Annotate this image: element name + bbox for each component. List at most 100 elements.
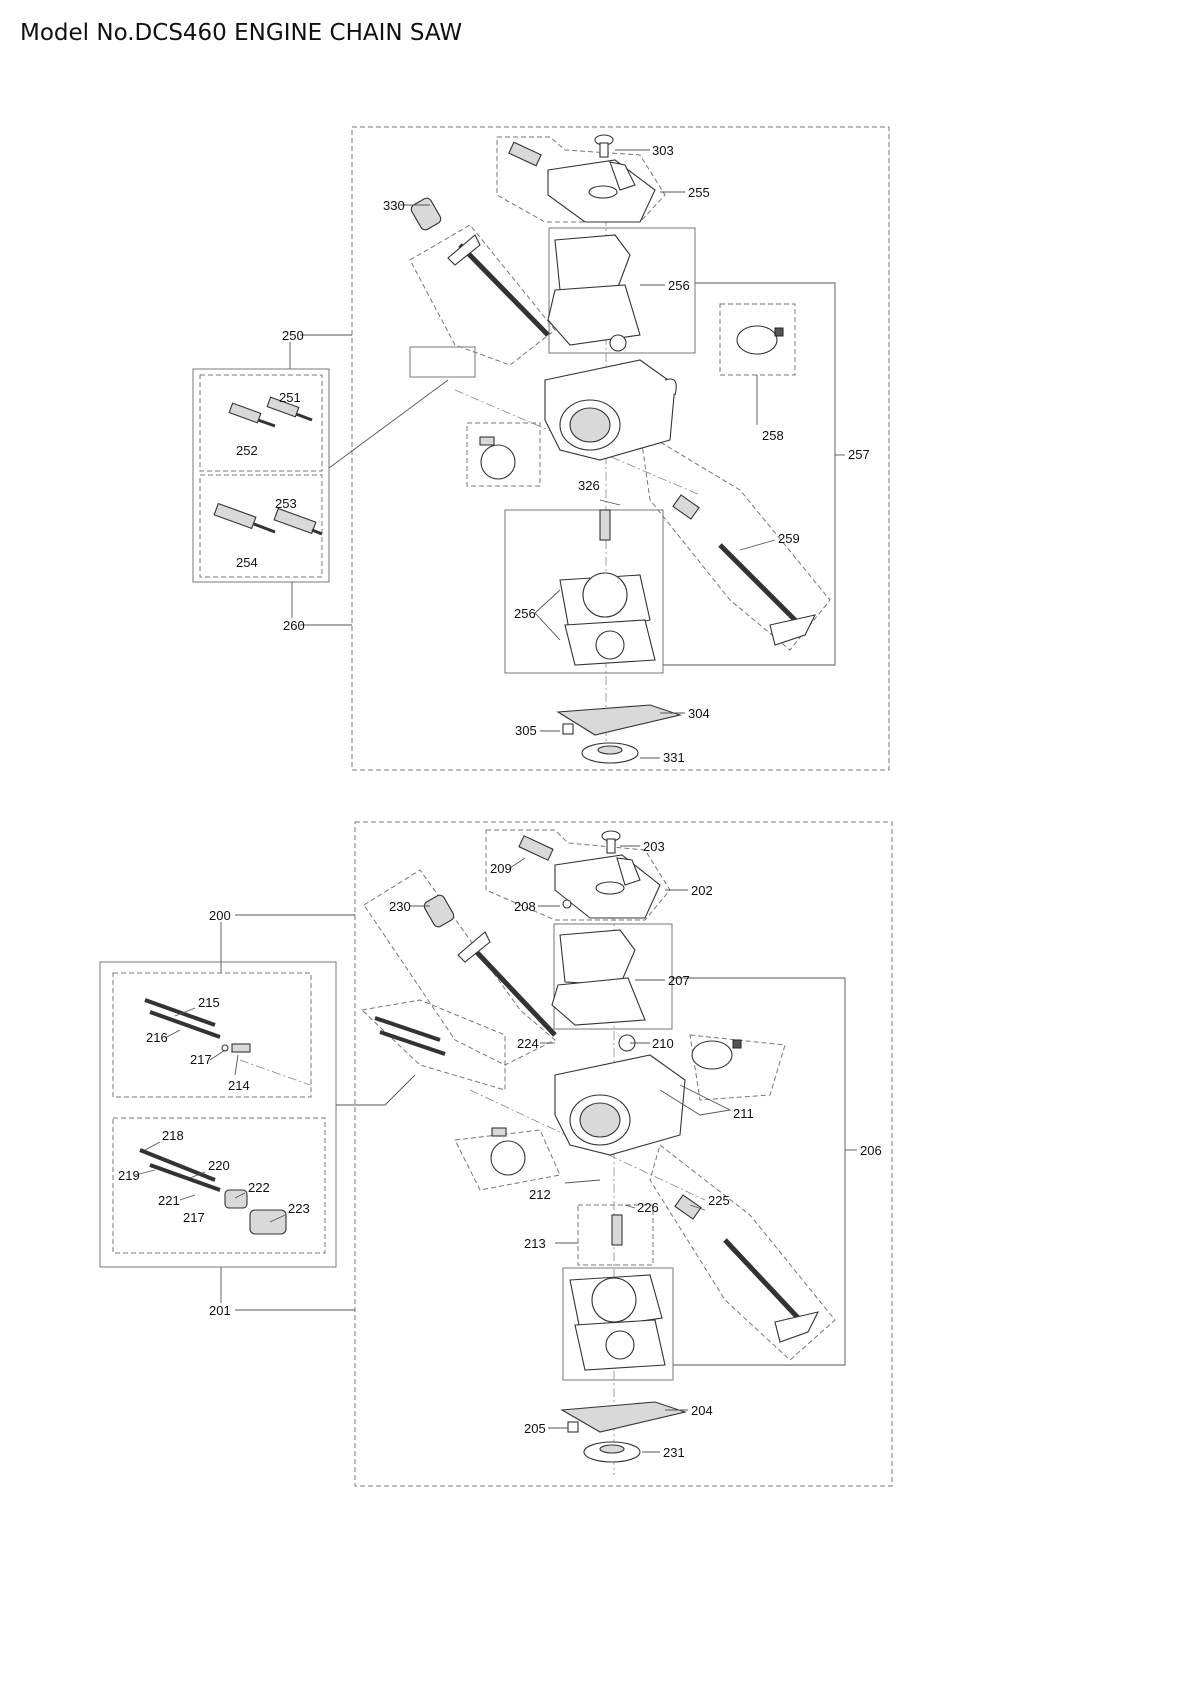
choke-shaft-part (672, 494, 817, 646)
leader-206-bracket (672, 977, 846, 1366)
part-label-258: 258 (762, 428, 784, 443)
part-label-259: 259 (778, 531, 800, 546)
leader-216 (164, 1029, 181, 1039)
part-label-215: 215 (198, 995, 220, 1010)
part-label-202: 202 (691, 883, 713, 898)
part-label-250: 250 (282, 328, 304, 343)
leader-217 (209, 1049, 226, 1061)
part-label-256-lower: 256 (514, 606, 536, 621)
part-label-201: 201 (209, 1303, 231, 1318)
needle-kit-box-b (199, 474, 323, 578)
metering-parts-2 (569, 1214, 666, 1371)
leader-221 (179, 1194, 196, 1201)
part-label-203: 203 (643, 839, 665, 854)
metering-box (504, 509, 664, 674)
part-label-255: 255 (688, 185, 710, 200)
choke-shaft-box (639, 429, 831, 651)
gasket-part (547, 234, 641, 352)
leader-256b (534, 589, 561, 614)
carburetor-diagram-upper: 303 255 330 256 250 251 252 253 254 260 … (192, 126, 890, 771)
part-label-221: 221 (158, 1193, 180, 1208)
outer-frame-2 (354, 821, 893, 1487)
leader-222 (234, 1192, 246, 1199)
leader-219 (134, 1169, 156, 1176)
cover-part (508, 141, 656, 223)
part-label-231: 231 (663, 1445, 685, 1460)
throttle-shaft-part-2 (423, 894, 557, 1037)
leader-box-link-2 (336, 1074, 416, 1106)
part-label-260: 260 (283, 618, 305, 633)
part-label-254: 254 (236, 555, 258, 570)
outer-frame-1 (351, 126, 890, 771)
axis-line-2 (239, 1059, 311, 1086)
throttle-shaft-box-2 (363, 869, 556, 1066)
idle-valve-part (479, 436, 516, 480)
axis-line (454, 389, 701, 496)
leader-257-bracket (663, 282, 836, 666)
needles-box-part-2 (374, 1016, 446, 1056)
carburetor-body-part-2 (554, 1054, 686, 1156)
leader-326 (599, 499, 621, 506)
idle-valve-box (466, 422, 541, 487)
part-label-220: 220 (208, 1158, 230, 1173)
gasket-box-top (548, 227, 696, 354)
part-label-218: 218 (162, 1128, 184, 1143)
part-label-217: 217 (190, 1052, 212, 1067)
part-label-200: 200 (209, 908, 231, 923)
choke-shaft-box-2 (649, 1144, 836, 1361)
part-label-256: 256 (668, 278, 690, 293)
leader-209 (509, 857, 526, 869)
needle-box (409, 346, 476, 378)
leader-223 (269, 1214, 286, 1223)
adjust-kit-box (192, 368, 330, 583)
leader-220 (189, 1171, 206, 1179)
part-label-207: 207 (668, 973, 690, 988)
gasket-box-top-2 (553, 923, 673, 1030)
leader-259 (739, 539, 776, 551)
part-label-326: 326 (578, 478, 600, 493)
bottom-cover-part-2 (560, 1401, 688, 1463)
part-label-251: 251 (279, 390, 301, 405)
part-label-209: 209 (490, 861, 512, 876)
part-label-212: 212 (529, 1187, 551, 1202)
needles-kit-part (213, 396, 323, 536)
page-title: Model No.DCS460 ENGINE CHAIN SAW (20, 20, 463, 46)
pump-diaphragm-box-2 (689, 1034, 786, 1101)
part-label-257: 257 (848, 447, 870, 462)
part-label-210: 210 (652, 1036, 674, 1051)
part-label-252: 252 (236, 443, 258, 458)
part-label-211: 211 (733, 1106, 754, 1121)
pump-diaphragm-box (719, 303, 796, 376)
leader-box-link (328, 379, 449, 469)
needles-kit-part-2 (139, 998, 287, 1235)
gasket-part-2 (551, 929, 646, 1052)
axis-line-2 (469, 1089, 706, 1201)
part-label-205: 205 (524, 1421, 546, 1436)
screw-part (594, 134, 614, 158)
carburetor-diagram-lower: 203 209 202 208 230 200 207 215 216 217 … (99, 821, 893, 1487)
part-label-216: 216 (146, 1030, 168, 1045)
part-label-217b: 217 (183, 1210, 205, 1225)
adjust-kit-box-2 (99, 961, 337, 1268)
leader-215 (174, 1007, 196, 1017)
part-label-304: 304 (688, 706, 710, 721)
throttle-shaft-part (410, 197, 550, 337)
leader-212 (564, 1179, 601, 1184)
needle-kit-box-2a (112, 972, 312, 1098)
leader-214 (234, 1054, 239, 1076)
part-label-208: 208 (514, 899, 536, 914)
part-label-253: 253 (275, 496, 297, 511)
throttle-shaft-box (409, 224, 556, 366)
cover-part-2 (518, 835, 661, 919)
part-label-331: 331 (663, 750, 685, 765)
part-label-204: 204 (691, 1403, 713, 1418)
part-label-303: 303 (652, 143, 674, 158)
leader-211 (659, 1084, 732, 1116)
metering-box-2 (562, 1267, 674, 1381)
part-label-213: 213 (524, 1236, 546, 1251)
idle-valve-box-2 (454, 1129, 561, 1191)
part-label-224: 224 (517, 1036, 539, 1051)
needle-kit-box-2b (112, 1117, 326, 1254)
carburetor-body-part (544, 359, 677, 461)
